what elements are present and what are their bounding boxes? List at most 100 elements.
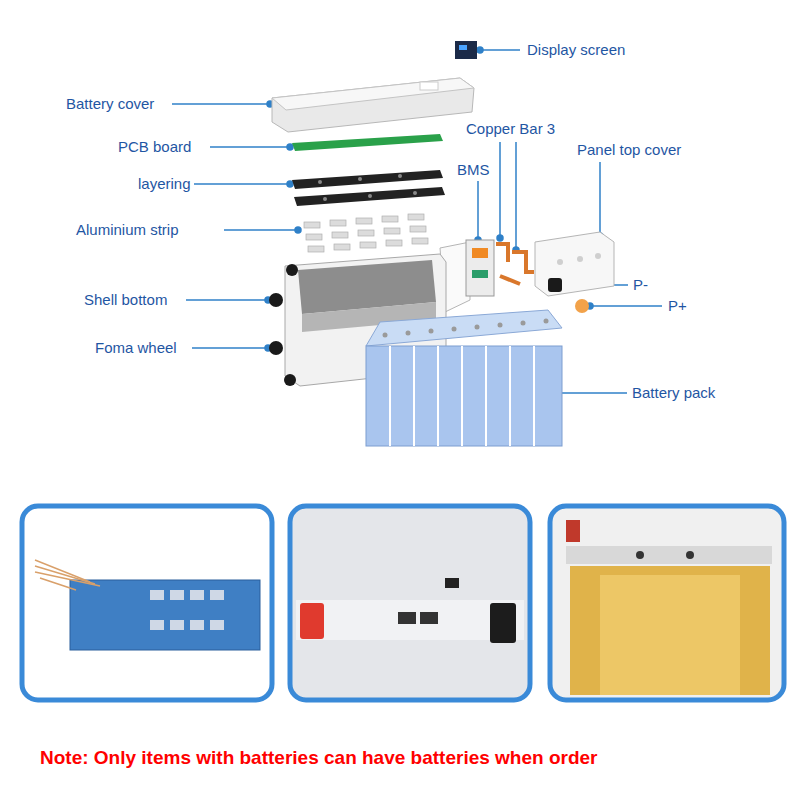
photo-bms <box>210 590 224 600</box>
photo-bms <box>170 620 184 630</box>
battery-pack <box>498 323 503 328</box>
photo-bms <box>35 566 95 584</box>
photo-bms <box>210 620 224 630</box>
leader-line <box>287 181 293 187</box>
battery-pack <box>437 346 439 446</box>
battery-pack <box>390 346 534 446</box>
aluminium-strip <box>334 244 350 250</box>
part-label: Foma wheel <box>95 339 177 357</box>
part-label: layering <box>138 175 191 193</box>
photo-bms <box>190 620 204 630</box>
aluminium-strip <box>356 218 372 224</box>
battery-pack <box>475 325 480 330</box>
layering-strip <box>323 197 327 201</box>
battery-pack <box>413 346 415 446</box>
foma-wheel <box>286 264 298 276</box>
aluminium-strip <box>358 230 374 236</box>
display-screen <box>459 45 467 50</box>
leader-line <box>477 181 479 238</box>
leader-line <box>592 305 662 307</box>
photo-panel <box>398 612 416 624</box>
photo-bms <box>70 580 260 650</box>
layering-strip <box>358 177 362 181</box>
aluminium-strip <box>304 222 320 228</box>
photo-case <box>636 551 644 559</box>
photo-bms <box>22 506 272 700</box>
battery-pack <box>461 346 463 446</box>
layering-strip <box>292 170 443 189</box>
leader-line <box>599 162 601 234</box>
aluminium-strip <box>384 228 400 234</box>
battery-cover <box>272 78 474 110</box>
foma-wheel <box>269 293 283 307</box>
photo-bms <box>22 506 272 700</box>
terminal <box>575 299 589 313</box>
panel-top-cover <box>535 232 614 296</box>
panel-top-cover <box>577 256 583 262</box>
leader-line <box>295 227 301 233</box>
aluminium-strip <box>330 220 346 226</box>
photo-case <box>566 520 580 542</box>
battery-pack <box>544 319 549 324</box>
photo-case <box>600 575 740 695</box>
photo-panel <box>445 578 459 588</box>
leader-line <box>477 47 483 53</box>
pcb-board <box>292 134 443 151</box>
photo-panel <box>290 506 530 700</box>
aluminium-strip <box>308 246 324 252</box>
copper-bar <box>500 276 520 284</box>
layering-strip <box>413 191 417 195</box>
aluminium-strip <box>410 226 426 232</box>
battery-pack <box>521 321 526 326</box>
battery-pack <box>533 346 535 446</box>
part-label: Aluminium strip <box>76 221 179 239</box>
battery-pack <box>366 310 562 346</box>
note-text: Note: Only items with batteries can have… <box>40 747 598 769</box>
photo-bms <box>190 590 204 600</box>
aluminium-strip <box>386 240 402 246</box>
leader-line <box>186 299 266 301</box>
terminal <box>548 278 589 313</box>
leader-line <box>172 47 662 396</box>
layering-strip <box>398 174 402 178</box>
battery-pack <box>429 329 434 334</box>
photo-case <box>550 506 784 700</box>
part-label: P+ <box>668 297 687 315</box>
photo-panel <box>300 603 324 639</box>
aluminium-strip <box>382 216 398 222</box>
layering-strip <box>294 187 445 206</box>
leader-line <box>224 229 296 231</box>
photo-bms <box>35 560 100 590</box>
foma-wheel <box>269 264 298 386</box>
part-label: Battery pack <box>632 384 715 402</box>
battery-pack <box>485 346 487 446</box>
foma-wheel <box>284 374 296 386</box>
leader-line <box>482 49 520 51</box>
battery-pack <box>366 346 562 446</box>
photo-bms <box>40 578 76 590</box>
copper-bar <box>496 244 534 284</box>
bms-board <box>466 240 494 296</box>
aluminium-strip <box>306 234 322 240</box>
pcb-board <box>292 134 443 151</box>
bms-board <box>472 270 488 278</box>
leader-line <box>497 235 503 241</box>
layering-strip <box>318 180 322 184</box>
battery-pack <box>406 331 411 336</box>
photo-panel <box>296 600 524 640</box>
panel-top-cover <box>535 232 614 296</box>
leader-line <box>192 347 266 349</box>
foma-wheel <box>269 341 283 355</box>
battery-pack <box>366 310 562 446</box>
photo-case <box>566 546 772 564</box>
part-label: Copper Bar 3 <box>466 120 555 138</box>
display-screen <box>455 41 477 59</box>
bms-board <box>466 240 494 296</box>
battery-pack <box>383 333 388 338</box>
aluminium-strip <box>412 238 428 244</box>
leader-line <box>210 146 288 148</box>
leader-line <box>172 103 268 105</box>
photo-panel <box>290 506 530 700</box>
battery-pack <box>509 346 511 446</box>
